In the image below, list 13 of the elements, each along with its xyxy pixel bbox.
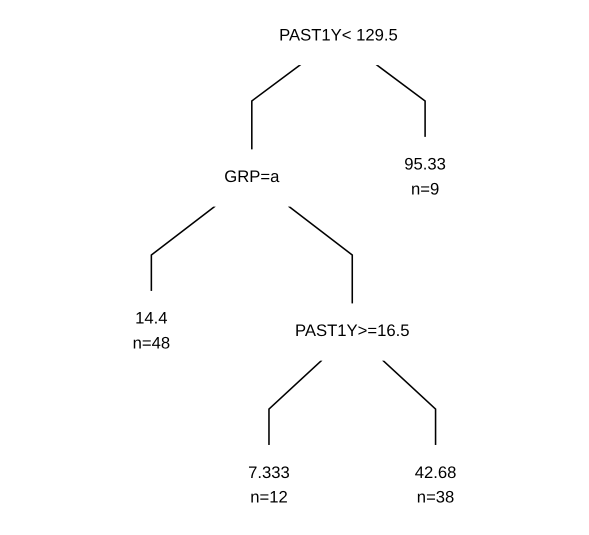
node-text: 95.33 n=9 xyxy=(404,156,446,199)
node-text: 7.333 n=12 xyxy=(248,464,290,507)
connector xyxy=(382,360,436,446)
connector xyxy=(251,64,302,150)
node-text: 14.4 n=48 xyxy=(132,310,170,353)
node-text: PAST1Y>=16.5 xyxy=(295,322,410,340)
connector xyxy=(150,205,216,292)
node-text: 42.68 n=38 xyxy=(414,464,456,507)
connector xyxy=(268,360,322,446)
node-text: PAST1Y< 129.5 xyxy=(279,27,398,45)
node-text: GRP=a xyxy=(224,168,280,186)
connector xyxy=(376,64,426,138)
connector xyxy=(288,205,354,304)
